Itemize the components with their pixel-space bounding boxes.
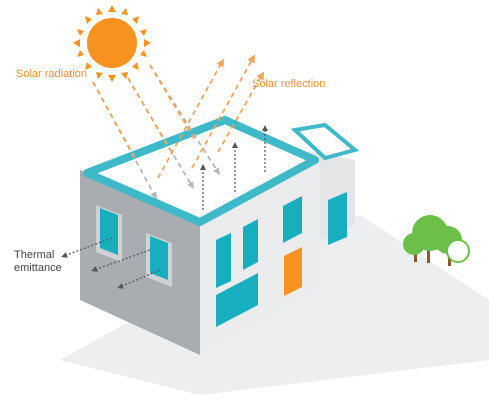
- window-front-1: [216, 233, 231, 288]
- solar-radiation-label: Solar radiation: [16, 68, 87, 80]
- reflection-arrow-3: [217, 71, 264, 153]
- reflection-arrow-2: [191, 54, 255, 169]
- radiation-arrow-5: [127, 77, 171, 151]
- front-wall-windows: [216, 196, 302, 327]
- solar-reflection-label: Solar reflection: [252, 78, 326, 90]
- wall-emit-2: [91, 249, 151, 272]
- door: [284, 247, 302, 296]
- solar-reflection-arrows: [157, 54, 264, 179]
- window-front-2: [243, 219, 258, 270]
- thermal-label-line1: Thermal: [14, 249, 55, 261]
- tree-icon: [403, 215, 470, 266]
- wall-emittance-arrows: [61, 237, 161, 289]
- window-front-wide: [216, 273, 258, 327]
- window-left-lower-glass: [150, 236, 168, 280]
- radiation-arrow-6: [149, 64, 196, 141]
- back-block-roof: [290, 122, 360, 161]
- reflection-arrow-1: [157, 58, 224, 179]
- thermal-label-line2: emittance: [14, 262, 62, 274]
- radiation-arrow-4: [92, 81, 136, 159]
- roof: [83, 116, 319, 226]
- roof-emittance-arrows: [200, 125, 268, 210]
- wall-emit-3: [117, 269, 161, 289]
- solar-radiation-arrows: [92, 64, 220, 200]
- back-window-right: [328, 192, 347, 245]
- wall-emit-1: [61, 237, 113, 258]
- window-front-3: [283, 196, 302, 243]
- sun-icon: [73, 5, 151, 82]
- window-left-upper-glass: [100, 208, 118, 255]
